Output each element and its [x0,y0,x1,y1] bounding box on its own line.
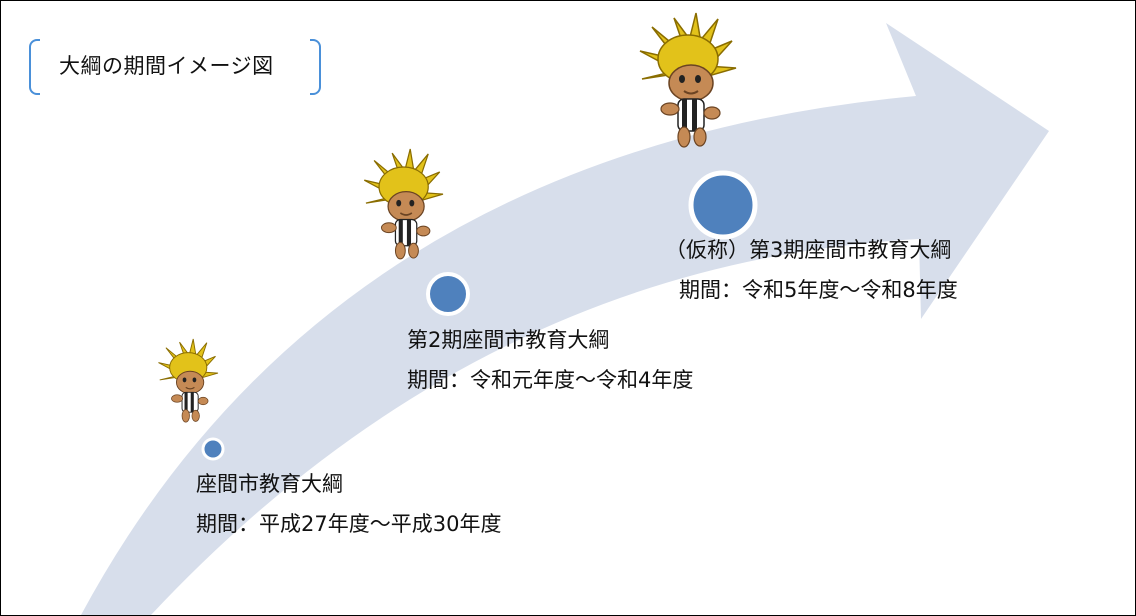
stage-3-label: （仮称）第3期座間市教育大綱 期間：令和5年度～令和8年度 [665,237,958,303]
stage-2-name: 第2期座間市教育大綱 [407,328,610,352]
stage-1-label: 座間市教育大綱 期間：平成27年度～平成30年度 [196,471,501,537]
curved-arrow-shape [81,23,1049,615]
stage-2-circle [426,272,470,316]
diagram-title: 大綱の期間イメージ図 [59,54,274,78]
stage-3-name: （仮称）第3期座間市教育大綱 [665,238,952,262]
mascot-1-icon [157,338,219,423]
stage-3-circle [688,170,758,240]
right-bracket [310,39,321,95]
stage-1-name: 座間市教育大綱 [196,472,343,496]
stage-3-period: 期間：令和5年度～令和8年度 [679,278,958,302]
stage-1-circle [201,437,225,461]
mascot-3-icon [639,12,737,148]
stage-2-period: 期間：令和元年度～令和4年度 [407,368,694,392]
diagram-title-box: 大綱の期間イメージ図 [29,37,321,95]
stage-1-period: 期間：平成27年度～平成30年度 [196,512,502,536]
stage-2-label: 第2期座間市教育大綱 期間：令和元年度～令和4年度 [407,327,693,393]
mascot-2-icon [363,148,444,260]
left-bracket [29,39,40,95]
